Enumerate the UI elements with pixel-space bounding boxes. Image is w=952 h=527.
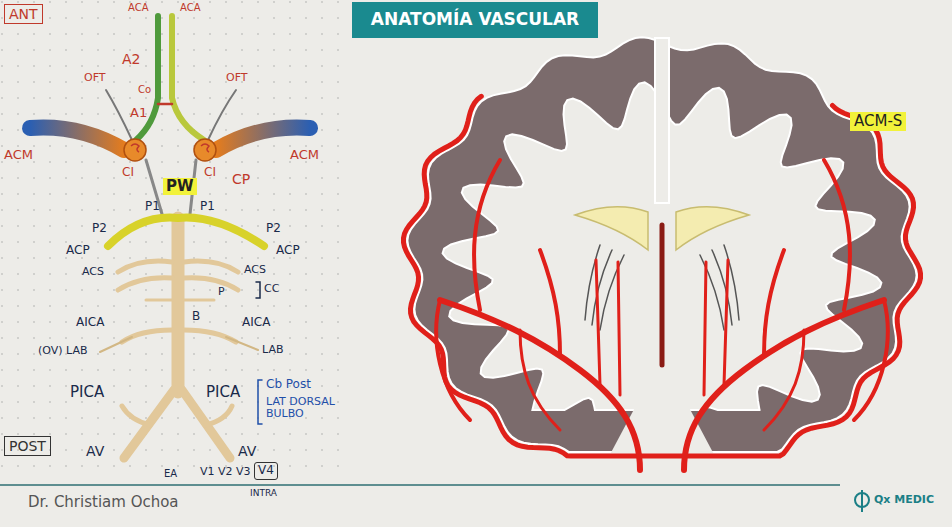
boxed-label: ANT — [4, 4, 43, 24]
artery-label: CP — [232, 172, 250, 187]
ica-curl — [201, 144, 209, 152]
artery-label: LAB — [262, 344, 283, 356]
author-credit: Dr. Christiam Ochoa — [28, 494, 179, 511]
brain-shape — [404, 96, 921, 456]
node-text: ANT — [9, 6, 38, 22]
artery-label: P — [218, 286, 225, 298]
artery-label: INTRA — [250, 489, 277, 499]
ica-curl — [131, 144, 139, 152]
artery-label: B — [192, 310, 200, 323]
logo-icon — [855, 490, 869, 512]
artery-label: AV — [86, 444, 104, 459]
brain-vessels — [436, 160, 888, 470]
highlight-label: ACM-S — [850, 112, 906, 131]
artery-label: ACP — [66, 244, 90, 257]
artery-label: EA — [164, 468, 177, 479]
artery-label: ACM — [290, 148, 319, 162]
artery-label: ACP — [276, 244, 300, 257]
brain-coronal-section — [404, 37, 921, 462]
artery-label: PICA — [70, 384, 104, 401]
artery-label: AV — [238, 444, 256, 459]
artery-label: CI — [204, 166, 216, 179]
artery-label: PICA — [206, 384, 240, 401]
artery-label: Cb Post — [266, 378, 311, 391]
title-text: ANATOMÍA VASCULAR — [371, 10, 579, 30]
artery-label: ACS — [82, 266, 104, 278]
logo-text: Qx MEDIC — [874, 494, 934, 506]
artery-label: OFT — [84, 72, 106, 84]
artery-label: P1 — [145, 200, 160, 213]
footer-line — [0, 484, 840, 486]
artery-label: Co — [138, 84, 151, 95]
artery-label: ACA — [128, 2, 149, 13]
artery-label: A1 — [130, 106, 147, 120]
artery-label: AICA — [242, 316, 270, 329]
boxed-label: POST — [4, 436, 51, 456]
midline-fissure — [655, 38, 669, 203]
artery-label: A2 — [122, 52, 140, 67]
willis-circle — [30, 16, 310, 458]
node-text: V4 — [258, 464, 274, 478]
ica-circle — [194, 139, 216, 161]
artery-label: P1 — [200, 200, 215, 213]
node-text: POST — [9, 438, 46, 454]
artery-label: V1 V2 V3 — [200, 466, 251, 478]
boxed-label: V4 — [254, 462, 278, 480]
artery-label: OFT — [226, 72, 248, 84]
artery-label: P2 — [266, 222, 281, 235]
artery-label: AICA — [76, 316, 104, 329]
artery-label: P2 — [92, 222, 107, 235]
artery-label: CC — [264, 283, 279, 295]
artery-label: ACA — [180, 2, 201, 13]
artery-label: ACS — [244, 264, 266, 276]
ica-circle — [124, 139, 146, 161]
node-text: ACM-S — [854, 113, 902, 130]
highlight-label: PW — [163, 178, 197, 195]
artery-label: CI — [122, 166, 134, 179]
artery-label: ACM — [4, 148, 33, 162]
brain-shape — [407, 37, 916, 452]
title-banner: ANATOMÍA VASCULAR — [352, 2, 598, 38]
artery-label: LAT DORSAL BULBO — [266, 396, 352, 420]
artery-label: (OV) LAB — [38, 345, 88, 357]
node-text: PW — [166, 178, 194, 195]
